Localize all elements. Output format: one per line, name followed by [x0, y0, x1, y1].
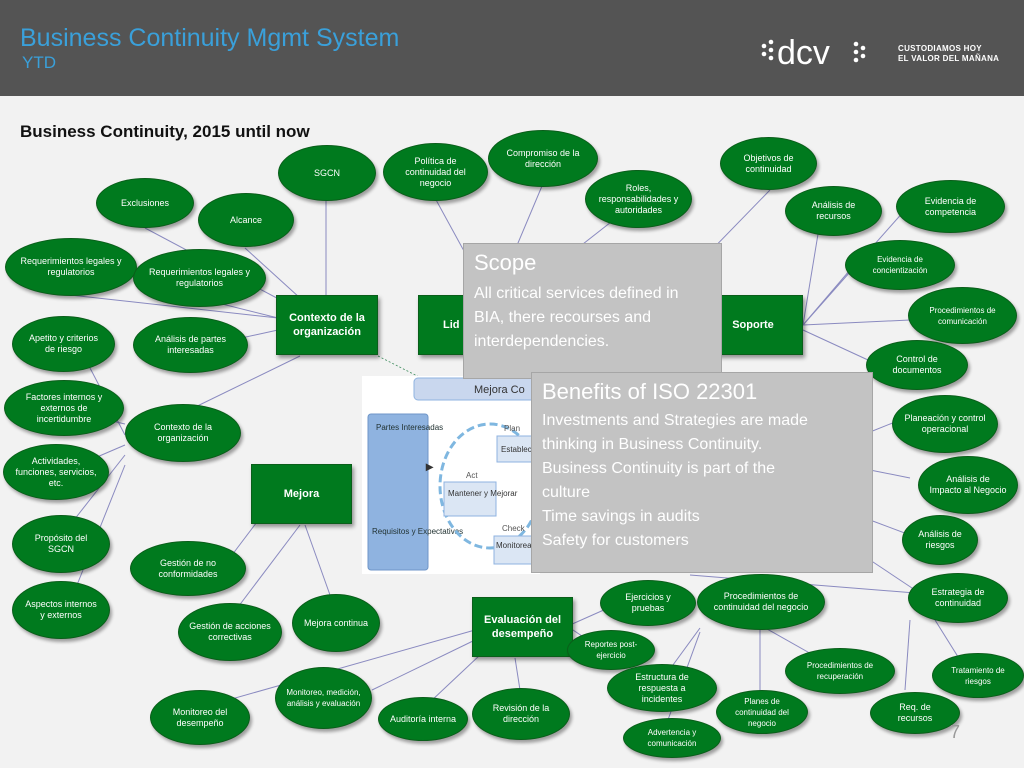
- dcv-logo: dcv: [760, 32, 885, 77]
- node-tratamiento-riesgos[interactable]: Tratamiento de riesgos: [932, 653, 1024, 698]
- node-analisis-impacto[interactable]: Análisis de Impacto al Negocio: [918, 456, 1018, 514]
- node-gestion-acciones[interactable]: Gestión de acciones correctivas: [178, 603, 282, 661]
- benefit-line: Business Continuity is part of the: [542, 460, 776, 477]
- node-roles[interactable]: Roles, responsabilidades y autoridades: [585, 170, 692, 228]
- pdca-diagram: Mejora Co Partes Interesadas Requisitos …: [362, 376, 540, 574]
- pdca-graphic: Mejora Co Partes Interesadas Requisitos …: [362, 376, 540, 574]
- logo-text: dcv: [777, 34, 830, 72]
- pdca-act: Act: [466, 471, 478, 480]
- node-monitoreo-desempeno[interactable]: Monitoreo del desempeño: [150, 690, 250, 745]
- node-ejercicios[interactable]: Ejercicios y pruebas: [600, 580, 696, 626]
- scope-line: interdependencies.: [474, 333, 610, 350]
- section-heading: Business Continuity, 2015 until now: [20, 122, 310, 141]
- pdca-plan: Plan: [504, 424, 520, 433]
- node-gestion-no-conformidades[interactable]: Gestión de no conformidades: [130, 541, 246, 596]
- node-req-recursos[interactable]: Req. de recursos: [870, 692, 960, 734]
- scope-callout: Scope All critical services defined in B…: [463, 243, 722, 379]
- page-subtitle: YTD: [22, 53, 56, 72]
- benefit-line: Investments and Strategies are made: [542, 412, 808, 429]
- node-reportes[interactable]: Reportes post-ejercicio: [567, 630, 655, 670]
- pdca-partes: Partes Interesadas: [376, 423, 443, 432]
- benefit-line: thinking in Business Continuity.: [542, 436, 763, 453]
- hub-evaluacion[interactable]: Evaluación del desempeño: [472, 597, 573, 657]
- page-title: Business Continuity Mgmt System: [20, 24, 400, 52]
- node-requerimientos-2[interactable]: Requerimientos legales y regulatorios: [133, 249, 266, 307]
- node-monitoreo-medicion[interactable]: Monitoreo, medición, análisis y evaluaci…: [275, 667, 372, 729]
- node-revision-direccion[interactable]: Revisión de la dirección: [472, 688, 570, 740]
- node-procedimientos-continuidad[interactable]: Procedimientos de continuidad del negoci…: [697, 574, 825, 630]
- scope-line: BIA, there recourses and: [474, 309, 651, 326]
- header-bar: Business Continuity Mgmt System YTD dcv …: [0, 0, 1024, 96]
- node-sgcn[interactable]: SGCN: [278, 145, 376, 201]
- node-alcance[interactable]: Alcance: [198, 193, 294, 247]
- node-contexto-organizacion[interactable]: Contexto de la organización: [125, 404, 241, 462]
- hub-mejora[interactable]: Mejora: [251, 464, 352, 524]
- logo-tagline: CUSTODIAMOS HOY EL VALOR DEL MAÑANA: [898, 44, 999, 64]
- node-planeacion[interactable]: Planeación y control operacional: [892, 395, 998, 453]
- node-factores[interactable]: Factores internos y externos de incertid…: [4, 380, 124, 436]
- node-exclusiones[interactable]: Exclusiones: [96, 178, 194, 228]
- node-control-documentos[interactable]: Control de documentos: [866, 340, 968, 390]
- node-mejora-continua[interactable]: Mejora continua: [292, 594, 380, 652]
- dcv-logo-mark: dcv: [761, 34, 866, 72]
- node-proposito[interactable]: Propósito del SGCN: [12, 515, 110, 573]
- svg-text:▸: ▸: [425, 458, 434, 474]
- node-objetivos[interactable]: Objetivos de continuidad: [720, 137, 817, 190]
- node-aspectos[interactable]: Aspectos internos y externos: [12, 581, 110, 639]
- scope-title: Scope: [474, 250, 537, 275]
- node-procedimientos-recuperacion[interactable]: Procedimientos de recuperación: [785, 648, 895, 694]
- node-planes-continuidad[interactable]: Planes de continuidad del negocio: [716, 690, 808, 734]
- tagline-line1: CUSTODIAMOS HOY: [898, 44, 982, 53]
- node-politica[interactable]: Política de continuidad del negocio: [383, 143, 488, 201]
- pdca-mantener: Mantener y Mejorar: [448, 489, 518, 498]
- benefits-callout: Benefits of ISO 22301 Investments and St…: [531, 372, 873, 573]
- node-compromiso[interactable]: Compromiso de la dirección: [488, 130, 598, 187]
- pdca-establecer: Establec: [501, 445, 532, 454]
- pdca-requisitos: Requisitos y Expectativas: [372, 527, 463, 536]
- benefits-title: Benefits of ISO 22301: [542, 379, 758, 404]
- node-advertencia[interactable]: Advertencia y comunicación: [623, 718, 721, 758]
- hub-contexto[interactable]: Contexto de la organización: [276, 295, 378, 355]
- node-analisis-partes[interactable]: Análisis de partes interesadas: [133, 317, 248, 373]
- node-estrategia[interactable]: Estrategia de continuidad: [908, 573, 1008, 623]
- tagline-line2: EL VALOR DEL MAÑANA: [898, 54, 1000, 63]
- pdca-check: Check: [502, 524, 526, 533]
- node-procedimientos-comunicacion[interactable]: Procedimientos de comunicación: [908, 287, 1017, 344]
- node-estructura-respuesta[interactable]: Estructura de respuesta a incidentes: [607, 664, 717, 712]
- node-auditoria-interna[interactable]: Auditoría interna: [378, 697, 468, 741]
- node-evidencia-competencia[interactable]: Evidencia de competencia: [896, 180, 1005, 233]
- benefit-line: culture: [542, 484, 591, 501]
- benefit-line: Safety for customers: [542, 532, 689, 549]
- pdca-monitorear: Monitorea Revisar: [496, 541, 540, 550]
- page-number: 7: [950, 722, 961, 742]
- node-analisis-recursos[interactable]: Análisis de recursos: [785, 186, 882, 236]
- node-evidencia-concientizacion[interactable]: Evidencia de concientización: [845, 240, 955, 290]
- node-actividades[interactable]: Actividades, funciones, servicios, etc.: [3, 444, 109, 500]
- node-analisis-riesgos[interactable]: Análisis de riesgos: [902, 515, 978, 565]
- scope-body: All critical services defined in BIA, th…: [474, 282, 679, 354]
- scope-line: All critical services defined in: [474, 285, 679, 302]
- benefits-body: Investments and Strategies are made thin…: [542, 409, 808, 553]
- benefit-line: Time savings in audits: [542, 508, 700, 525]
- pdca-banner: Mejora Co: [474, 384, 525, 396]
- node-requerimientos-1[interactable]: Requerimientos legales y regulatorios: [5, 238, 137, 296]
- node-apetito[interactable]: Apetito y criterios de riesgo: [12, 316, 115, 372]
